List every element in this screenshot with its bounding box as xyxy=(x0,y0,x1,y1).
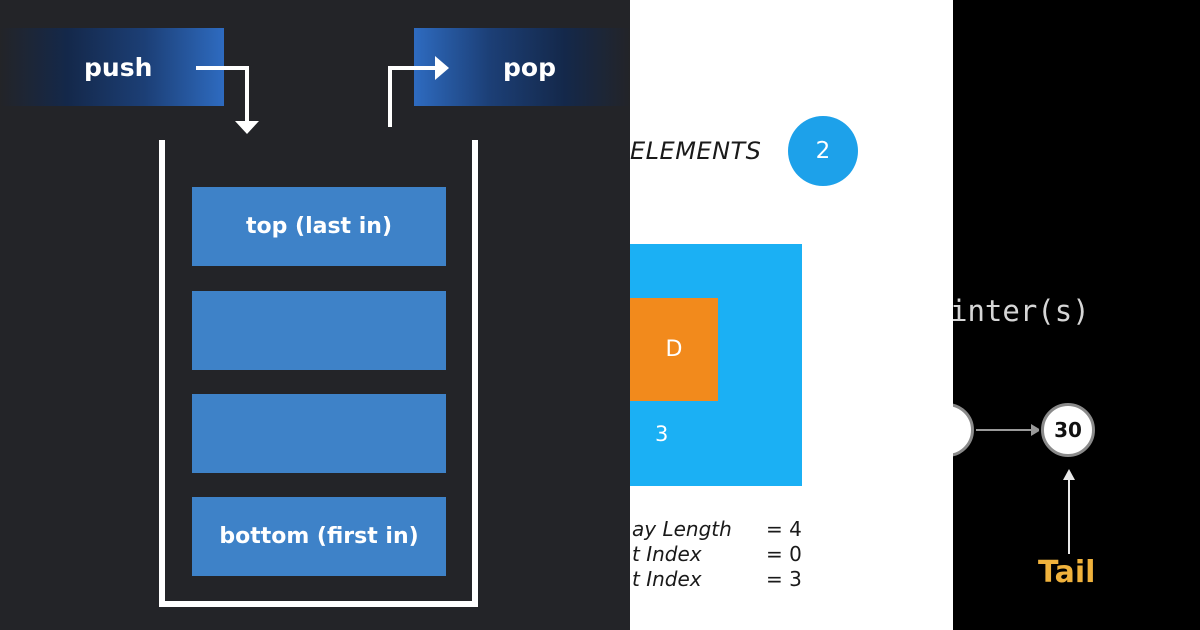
stat-value: = 4 xyxy=(766,517,802,541)
pointer-text: inter(s) xyxy=(953,294,1090,328)
stat-row-last-index: t Index = 3 xyxy=(630,567,953,592)
tail-label: Tail xyxy=(1038,555,1096,590)
stack-cell-top: top (last in) xyxy=(192,187,446,266)
stat-row-length: ay Length = 4 xyxy=(630,517,953,542)
stat-value: = 3 xyxy=(766,567,802,591)
pop-arrow-head xyxy=(435,56,449,80)
stat-value: = 0 xyxy=(766,542,802,566)
pop-arrow xyxy=(388,66,436,127)
array-index-label: 3 xyxy=(655,422,669,446)
linked-list-graphics xyxy=(975,424,1075,554)
stat-row-first-index: t Index = 0 xyxy=(630,542,953,567)
pop-bar xyxy=(414,28,630,106)
stack-cell-bottom: bottom (first in) xyxy=(192,497,446,576)
push-bar xyxy=(0,28,224,106)
element-count-badge: 2 xyxy=(788,116,858,186)
stat-label: t Index xyxy=(632,567,702,591)
linked-list-panel: inter(s) 4 30 Tail xyxy=(953,0,1200,630)
array-slot: D 3 xyxy=(630,244,802,486)
tail-pointer-arrow-head xyxy=(1063,469,1075,480)
stack-panel: push pop top (last in) bottom (first in) xyxy=(0,0,630,630)
stack-flow-graphics xyxy=(159,56,478,607)
stack-container xyxy=(159,140,478,607)
elements-title: ELEMENTS xyxy=(630,137,762,165)
push-label: push xyxy=(84,53,153,82)
array-panel: ELEMENTS 2 D 3 ay Length = 4 t Index = 0… xyxy=(630,0,953,630)
pop-label: pop xyxy=(503,53,556,82)
stat-label: ay Length xyxy=(632,517,732,541)
list-node-tail: 30 xyxy=(1041,403,1095,457)
next-link-arrow-head xyxy=(1031,424,1041,436)
push-arrow xyxy=(196,66,249,122)
stack-cell-2 xyxy=(192,291,446,370)
stat-label: t Index xyxy=(632,542,702,566)
stack-cell-3 xyxy=(192,394,446,473)
push-arrow-head xyxy=(235,121,259,134)
array-element-cell: D xyxy=(630,298,718,401)
